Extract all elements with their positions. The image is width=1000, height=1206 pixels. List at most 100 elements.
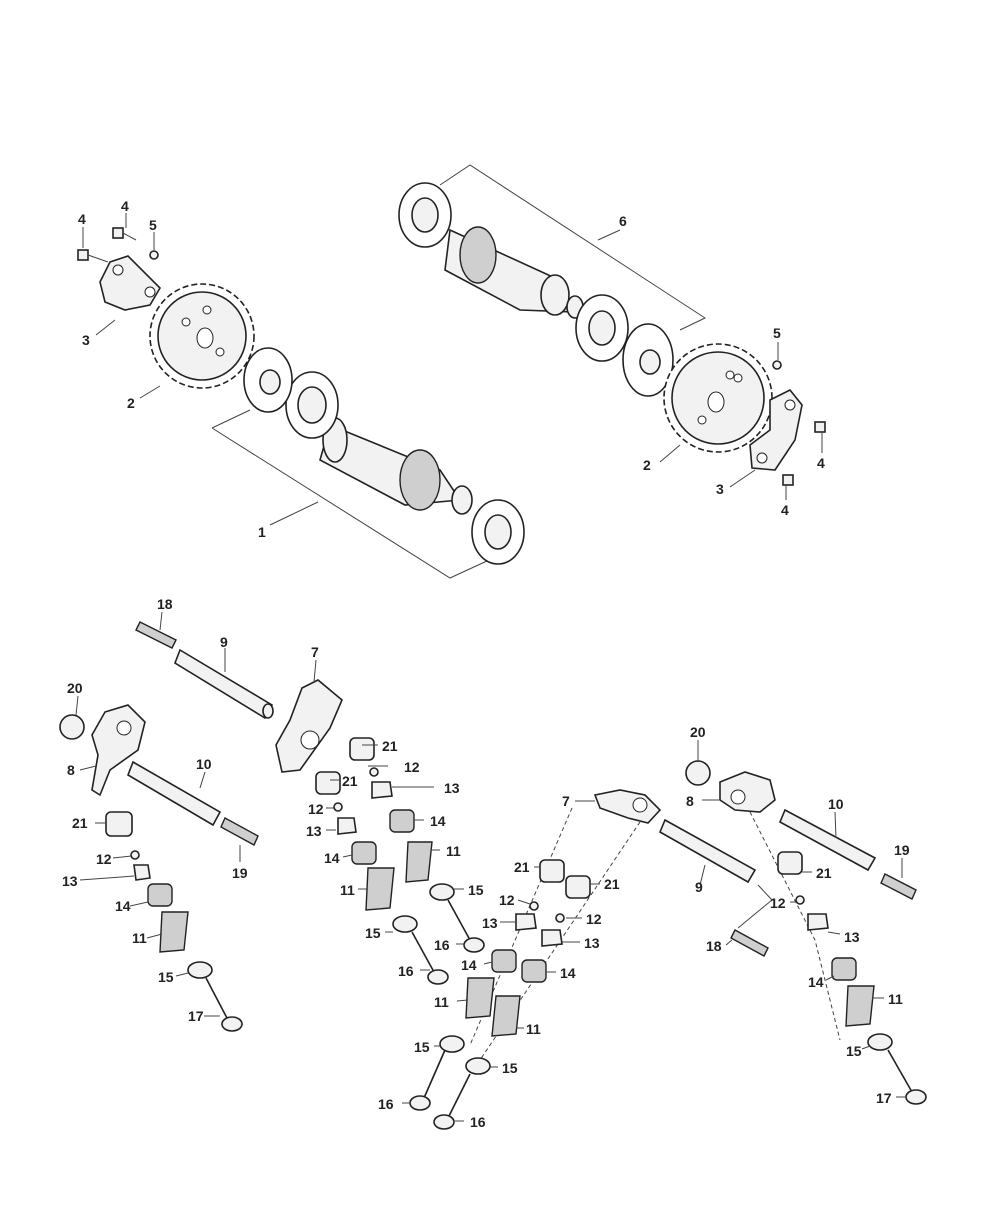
callout-3: 3 [716,481,724,497]
camshaft-assembly-right [398,164,826,500]
camshaft-right [444,226,584,319]
valve-train-left [79,811,243,1032]
callout-7: 7 [562,793,570,809]
callout-3: 3 [82,332,90,348]
callout-12: 12 [770,895,786,911]
rocker-group-left [59,611,343,1032]
callout-13: 13 [306,823,322,839]
callout-2: 2 [127,395,135,411]
callout-15: 15 [468,882,484,898]
bearing-right-inner [575,294,629,362]
rocker-shaft-10-right [778,808,877,872]
callout-11: 11 [888,991,903,1007]
callout-5: 5 [773,325,781,341]
callout-11: 11 [132,930,147,946]
bearing-left-inner [285,371,339,439]
pin-left [149,250,159,260]
callout-11: 11 [434,994,449,1010]
callout-7: 7 [311,644,319,660]
cam-plate-right [622,323,674,397]
bolt-right-1 [814,421,826,433]
callout-10: 10 [828,796,844,812]
rocker-shaft-9-left [174,648,274,720]
cam-plate-left [243,347,293,413]
callout-9: 9 [220,634,228,650]
callout-14: 14 [115,898,131,914]
callout-20: 20 [67,680,83,696]
callout-8: 8 [67,762,75,778]
callout-15: 15 [365,925,381,941]
callout-11: 11 [526,1021,541,1037]
callout-15: 15 [846,1043,862,1059]
callout-13: 13 [844,929,860,945]
callout-13: 13 [62,873,78,889]
callout-11: 11 [446,843,461,859]
callout-12: 12 [308,801,324,817]
valve-train-center-left [315,737,485,985]
callout-14: 14 [560,965,576,981]
callout-21: 21 [342,773,358,789]
lever-left [99,255,162,311]
callout-18: 18 [706,938,722,954]
callout-19: 19 [894,842,910,858]
rocker-shaft-10-left [127,760,222,827]
callout-16: 16 [378,1096,394,1112]
bushing-20-right [685,740,711,786]
callout-12: 12 [586,911,602,927]
lever-right [749,388,803,471]
callout-16: 16 [470,1114,486,1130]
bolt-left-1 [77,249,109,263]
callout-4: 4 [121,198,129,214]
callout-16: 16 [434,937,450,953]
callout-14: 14 [430,813,446,829]
spring-18-right [725,884,773,957]
rocker-arm-7-right [575,789,662,824]
rocker-arm-7-left [275,659,343,773]
callout-4: 4 [78,211,86,227]
callout-6: 6 [619,213,627,229]
bearing-right-outer [398,182,452,248]
callout-1: 1 [258,524,266,540]
bushing-20-left [59,695,85,740]
callout-9: 9 [695,879,703,895]
callout-14: 14 [324,850,340,866]
sprocket-right [663,343,773,453]
callout-15: 15 [502,1060,518,1076]
callout-12: 12 [96,851,112,867]
camshaft-assembly-left [77,213,525,579]
callout-21: 21 [604,876,620,892]
rocker-arm-8-right [702,771,776,813]
callout-17: 17 [188,1008,204,1024]
callout-15: 15 [414,1039,430,1055]
callout-4: 4 [781,502,789,518]
callout-14: 14 [808,974,824,990]
callout-12: 12 [404,759,420,775]
callout-13: 13 [584,935,600,951]
callout-12: 12 [499,892,515,908]
bearing-left-outer [471,499,525,565]
camshaft-left [319,417,473,515]
rocker-group-right [685,740,927,1105]
callout-2: 2 [643,457,651,473]
callout-15: 15 [158,969,174,985]
callout-8: 8 [686,793,694,809]
callout-11: 11 [340,882,355,898]
callout-14: 14 [461,957,477,973]
callout-19: 19 [232,865,248,881]
callout-16: 16 [398,963,414,979]
callout-20: 20 [690,724,706,740]
callout-5: 5 [149,217,157,233]
callout-21: 21 [816,865,832,881]
spring-18-left [135,611,177,649]
callout-21: 21 [382,738,398,754]
spring-19-right [880,858,917,900]
rocker-shaft-9-right [658,818,757,886]
rocker-group-center [402,789,757,1130]
callout-labels: 1 2 3 4 4 5 6 5 4 2 3 4 18 9 7 20 8 10 2… [62,198,910,1130]
rocker-arm-8-left [79,704,146,797]
callout-21: 21 [514,859,530,875]
callout-18: 18 [157,596,173,612]
pin-right [772,360,782,370]
callout-17: 17 [876,1090,892,1106]
